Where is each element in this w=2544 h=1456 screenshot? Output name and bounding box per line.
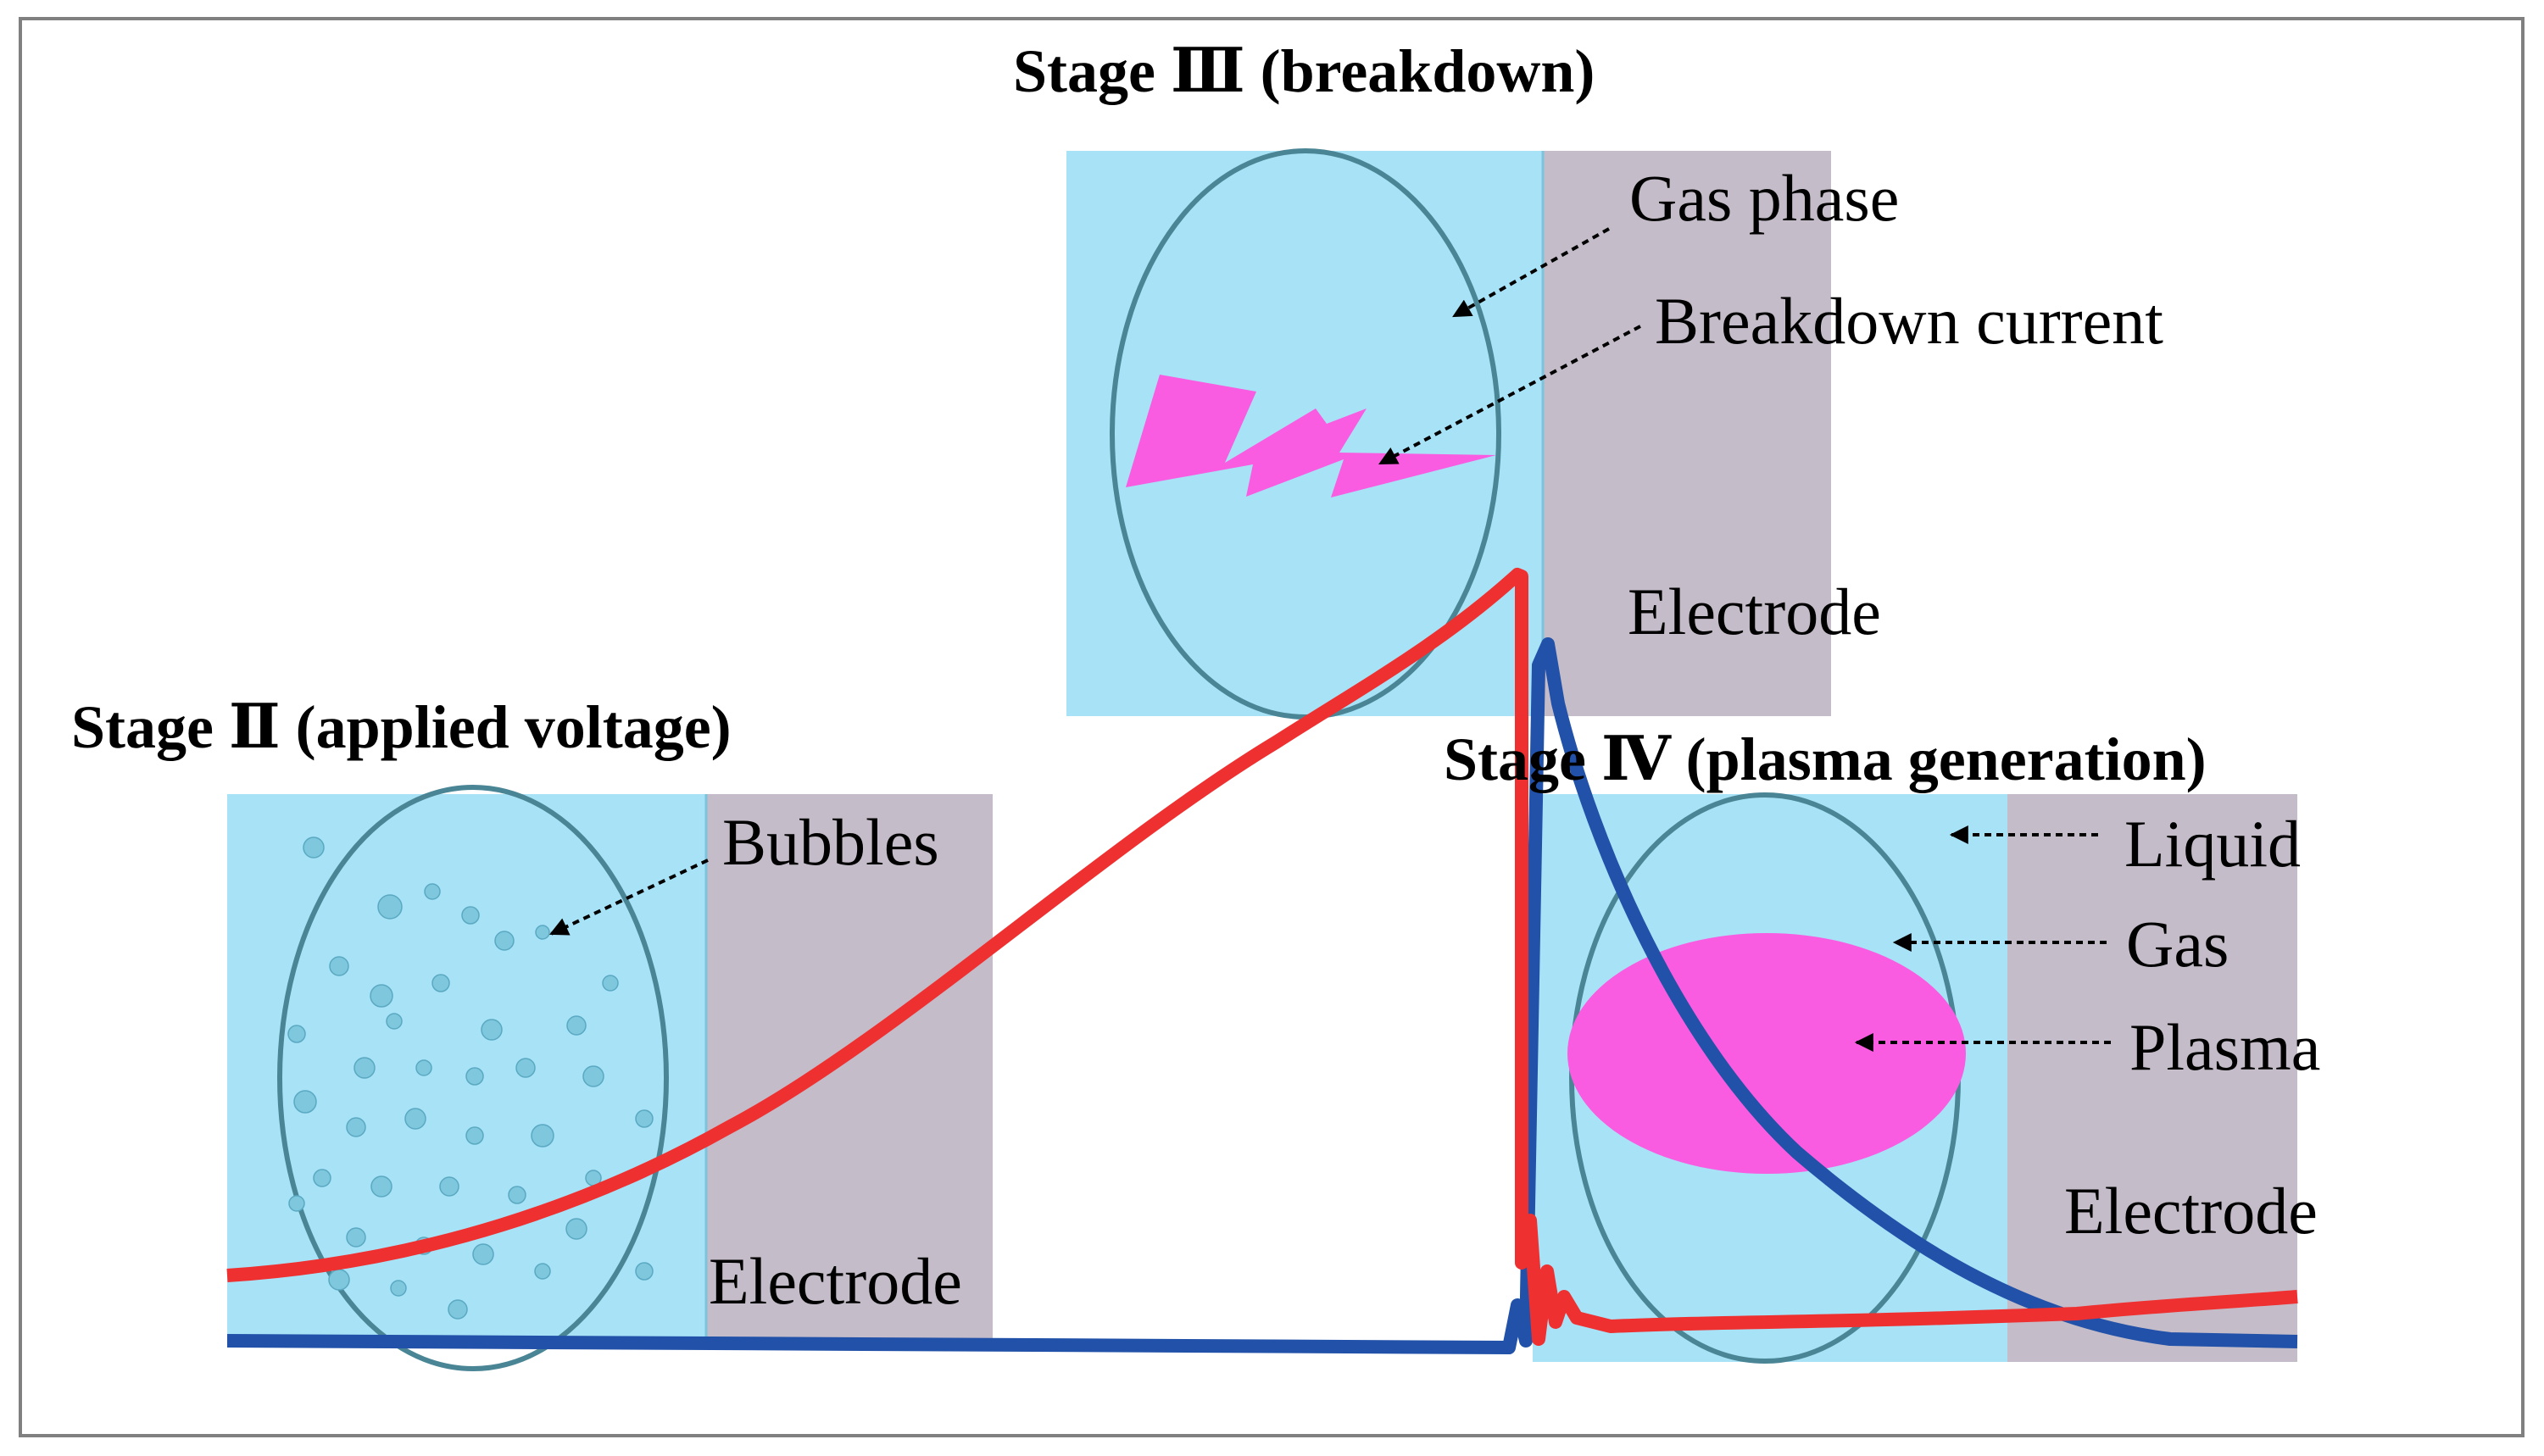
stage2-liquid-region xyxy=(227,794,706,1338)
voltage-trace xyxy=(226,568,2298,1346)
bubble xyxy=(346,1117,366,1137)
figure-frame xyxy=(19,17,2525,1437)
plasma-ellipse xyxy=(1567,933,1966,1174)
bubble xyxy=(386,1013,403,1030)
bubble xyxy=(531,1124,554,1148)
stage2-electrode xyxy=(706,794,993,1338)
bubble xyxy=(431,974,450,992)
breakdown-current-arrow xyxy=(1378,325,1641,465)
bubble xyxy=(635,1109,654,1128)
stage4-title: Stage Ⅳ (plasma generation) xyxy=(1444,725,2207,793)
bubble xyxy=(566,1015,587,1036)
bubbles-arrow xyxy=(549,859,709,936)
bubble xyxy=(293,1090,317,1114)
bubble xyxy=(370,984,393,1008)
bubble xyxy=(288,1195,305,1212)
bubble xyxy=(346,1227,366,1248)
bubble xyxy=(582,1065,604,1087)
bubble xyxy=(313,1169,331,1187)
stage3-title: Stage Ⅲ (breakdown) xyxy=(1013,37,1595,105)
bubble xyxy=(472,1243,494,1265)
gas-phase-label: Gas phase xyxy=(1629,161,1899,235)
stage2-ellipse xyxy=(277,785,669,1371)
stage2-title: Stage Ⅱ (applied voltage) xyxy=(71,693,732,761)
bubble xyxy=(328,1269,350,1291)
stage4-electrode xyxy=(2007,794,2297,1362)
bubbles-label: Bubbles xyxy=(722,805,939,879)
breakdown-current-label: Breakdown current xyxy=(1655,284,2163,358)
bubble xyxy=(461,906,480,925)
bubble xyxy=(377,894,403,920)
bubble xyxy=(535,925,550,940)
bubble xyxy=(439,1176,459,1197)
bubble xyxy=(370,1175,392,1198)
bubble xyxy=(404,1108,426,1130)
bubble xyxy=(481,1019,503,1041)
bubble xyxy=(602,975,619,992)
bubble xyxy=(329,956,349,976)
bubble xyxy=(303,836,325,859)
bubble xyxy=(465,1126,484,1145)
bubble xyxy=(494,931,515,951)
bubble xyxy=(465,1067,484,1086)
bubble xyxy=(390,1280,407,1297)
bubble xyxy=(508,1186,526,1204)
bubble xyxy=(534,1263,551,1280)
stage2-electrode-label: Electrode xyxy=(709,1244,962,1318)
bubble xyxy=(424,883,441,900)
annotation-arrows xyxy=(549,227,2111,1052)
gas-label: Gas xyxy=(2126,907,2229,981)
liquid-label: Liquid xyxy=(2124,807,2301,881)
bubble xyxy=(565,1218,587,1240)
bubble xyxy=(415,1059,432,1076)
stage2-panel xyxy=(227,785,993,1371)
stage3-electrode xyxy=(1543,151,1831,716)
gas-phase-arrow xyxy=(1452,227,1610,318)
bubble xyxy=(635,1262,654,1281)
stage4-electrode-label: Electrode xyxy=(2064,1174,2318,1248)
current-trace xyxy=(226,637,2298,1354)
stage3-electrode-label: Electrode xyxy=(1628,575,1881,648)
lightning-bolt-icon xyxy=(1126,375,1496,497)
bubble xyxy=(287,1025,306,1043)
bubble xyxy=(515,1058,536,1078)
bubble xyxy=(353,1057,376,1079)
bubble xyxy=(448,1299,468,1320)
plasma-label: Plasma xyxy=(2129,1010,2320,1084)
